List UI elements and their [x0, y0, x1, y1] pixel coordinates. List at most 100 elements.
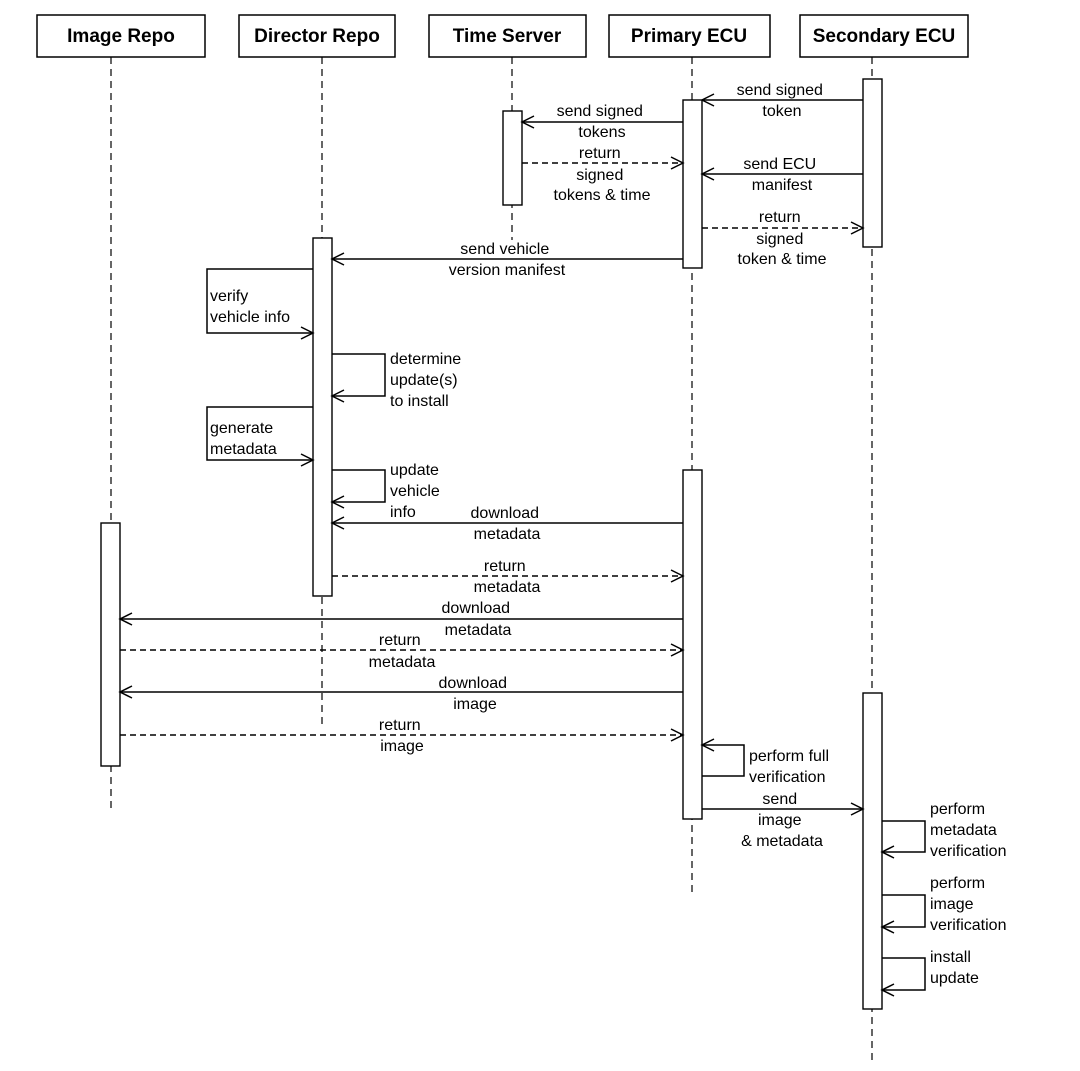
message-label-line: info — [390, 504, 416, 521]
participant-label: Primary ECU — [631, 26, 747, 47]
message-label-line: send signed — [737, 82, 823, 99]
svg-text:return signed toke: return signed tokens & time — [554, 145, 651, 204]
svg-text:perform metadata v: perform metadata verification — [930, 801, 1006, 860]
svg-text:generate metadata: generate metadata — [210, 420, 278, 458]
message-label-line: metadata — [474, 526, 541, 543]
message-label-line: send ECU — [743, 156, 816, 173]
svg-text:send signed token: send signed token — [737, 82, 828, 120]
message-label-line: tokens — [578, 124, 625, 141]
message-label-line: return — [759, 209, 801, 226]
message-label-line: image — [758, 812, 802, 829]
message-label-line: image — [930, 896, 974, 913]
message-label-line: tokens & time — [554, 187, 651, 204]
message-label-line: send — [762, 791, 797, 808]
message-install-update: install update — [880, 949, 979, 997]
message-label-line: metadata — [445, 622, 512, 639]
svg-text:send vehicle version man: send vehicle version manifest — [449, 241, 566, 279]
message-perform-metadata-verification: perform metadata verification — [880, 801, 1006, 860]
activations — [100, 78, 883, 1010]
svg-text:download metadata: download metadata — [471, 505, 544, 543]
message-label-line: perform — [930, 875, 985, 892]
message-send-image-metadata: send image & metadata — [702, 791, 865, 850]
svg-text:send signed tokens: send signed tokens — [557, 103, 648, 141]
message-send-signed-token: send signed token — [700, 82, 863, 120]
participant-primary-ecu: Primary ECU — [608, 14, 771, 58]
message-label-line: signed — [576, 167, 623, 184]
message-label-line: & metadata — [741, 833, 823, 850]
message-label-line: generate — [210, 420, 273, 437]
activation-primary-ecu-1 — [682, 99, 703, 269]
message-send-ecu-manifest: send ECU manifest — [700, 156, 863, 194]
svg-text:return signed toke: return signed token & time — [738, 209, 827, 268]
message-label-line: verification — [749, 769, 825, 786]
message-label-line: send signed — [557, 103, 643, 120]
activation-primary-ecu-2 — [682, 469, 703, 820]
message-return-metadata-image: return metadata — [120, 632, 685, 671]
message-label-line: perform full — [749, 748, 829, 765]
message-label-line: return — [379, 632, 421, 649]
message-label-line: vehicle info — [210, 309, 290, 326]
message-return-metadata-director: return metadata — [332, 558, 685, 596]
activation-secondary-ecu-2 — [862, 692, 883, 1010]
participant-director-repo: Director Repo — [238, 14, 396, 58]
message-label-line: update — [390, 462, 439, 479]
message-label-line: determine — [390, 351, 461, 368]
participant-label: Image Repo — [67, 26, 175, 47]
participant-label: Director Repo — [254, 26, 380, 47]
message-generate-metadata: generate metadata — [206, 406, 315, 467]
message-label-line: vehicle — [390, 483, 440, 500]
message-download-metadata-image: download metadata — [118, 600, 683, 639]
svg-text:return image: return image — [379, 717, 425, 755]
message-label-line: metadata — [474, 579, 541, 596]
activation-time-server — [502, 110, 523, 206]
message-label-line: verification — [930, 917, 1006, 934]
svg-text:download image: download image — [439, 675, 512, 713]
activation-director-repo — [312, 237, 333, 597]
message-label-line: version manifest — [449, 262, 566, 279]
message-label-line: download — [471, 505, 540, 522]
participant-secondary-ecu: Secondary ECU — [799, 14, 969, 58]
message-label-line: verify — [210, 288, 248, 305]
message-label-line: update — [930, 970, 979, 987]
svg-text:download metadata: download metadata — [442, 600, 515, 639]
message-label-line: metadata — [369, 654, 436, 671]
svg-text:send ECU manifest: send ECU manifest — [743, 156, 820, 194]
svg-text:install update: install update — [930, 949, 979, 987]
message-verify-vehicle-info: verify vehicle info — [206, 268, 315, 340]
message-return-signed-tokens-time: return signed tokens & time — [522, 145, 685, 204]
message-label-line: verification — [930, 843, 1006, 860]
message-return-signed-token-time: return signed token & time — [702, 209, 865, 268]
svg-text:update vehicle inf: update vehicle info — [390, 462, 444, 521]
message-label-line: image — [453, 696, 497, 713]
svg-text:return metadata: return metadata — [369, 632, 436, 671]
message-label-line: metadata — [210, 441, 277, 458]
svg-text:verify vehicle info: verify vehicle info — [210, 288, 290, 326]
message-update-vehicle-info: update vehicle info — [330, 462, 444, 521]
message-send-signed-tokens: send signed tokens — [520, 103, 683, 141]
activation-image-repo — [100, 522, 121, 767]
svg-text:perform full verificatio: perform full verification — [749, 748, 833, 786]
message-label-line: image — [380, 738, 424, 755]
participant-label: Time Server — [453, 26, 562, 47]
svg-text:return metadata: return metadata — [474, 558, 541, 596]
message-label-line: send vehicle — [460, 241, 549, 258]
message-label-line: download — [442, 600, 511, 617]
message-label-line: manifest — [752, 177, 813, 194]
message-label-line: download — [439, 675, 508, 692]
message-return-image: return image — [120, 717, 685, 755]
message-label-line: signed — [756, 231, 803, 248]
message-label-line: update(s) — [390, 372, 458, 389]
message-label-line: token & time — [738, 251, 827, 268]
message-label-line: return — [379, 717, 421, 734]
message-send-vehicle-version-manifest: send vehicle version manifest — [330, 241, 683, 279]
participant-image-repo: Image Repo — [36, 14, 206, 58]
message-label-line: to install — [390, 393, 449, 410]
message-determine-updates: determine update(s) to install — [330, 351, 461, 410]
svg-text:send image & metad: send image & metadata — [741, 791, 823, 850]
message-label-line: metadata — [930, 822, 997, 839]
participant-time-server: Time Server — [428, 14, 587, 58]
message-label-line: token — [762, 103, 801, 120]
message-perform-full-verification: perform full verification — [700, 738, 833, 786]
message-download-image: download image — [118, 675, 683, 713]
